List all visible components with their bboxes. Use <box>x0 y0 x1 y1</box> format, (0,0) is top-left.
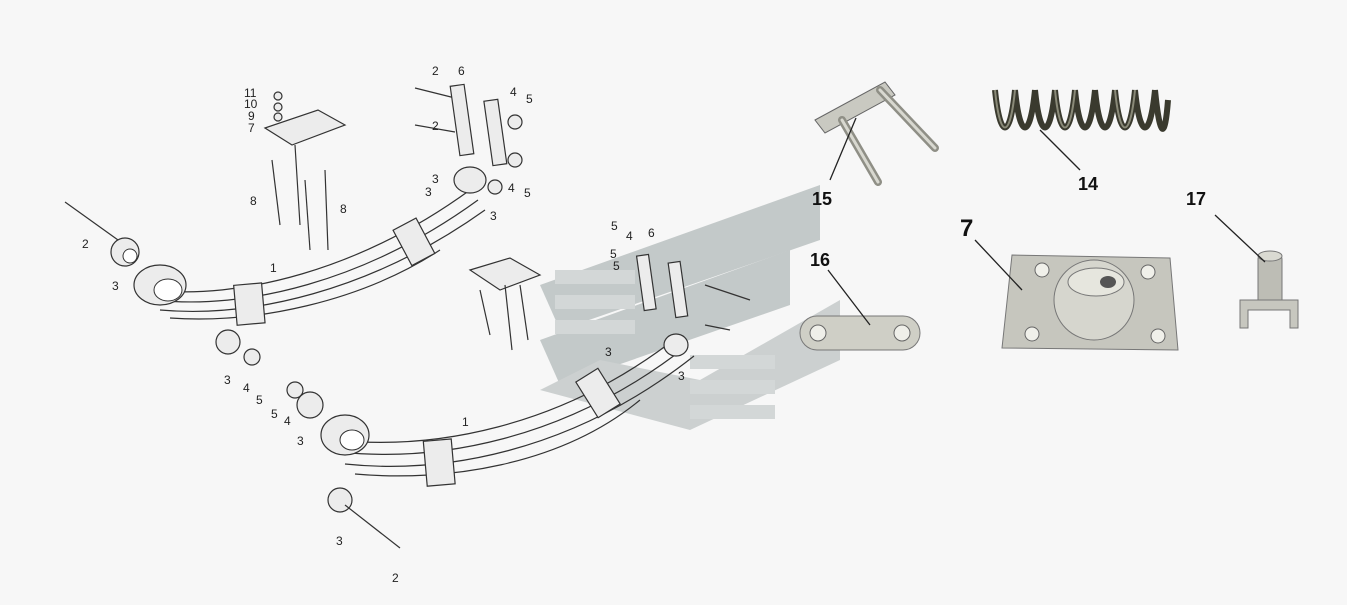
callout-11: 11 <box>244 86 257 100</box>
callout-1b: 1 <box>462 415 469 429</box>
part-label-14: 14 <box>1078 174 1098 194</box>
callout-3c: 3 <box>490 209 497 223</box>
callout-3e: 3 <box>224 373 231 387</box>
callout-8a: 8 <box>250 194 257 208</box>
callout-3a: 3 <box>112 279 119 293</box>
callout-8b: 8 <box>340 202 347 216</box>
part-17-fork: 17 <box>1186 189 1299 329</box>
part-16-plate: 16 <box>799 250 921 351</box>
callout-5d: 5 <box>271 407 278 421</box>
callout-3i: 3 <box>678 369 685 383</box>
callout-2c: 2 <box>432 119 439 133</box>
part-label-15: 15 <box>812 189 832 209</box>
part-14-coil-spring: 14 <box>992 89 1171 194</box>
callout-5e: 5 <box>610 247 617 261</box>
upper-leaf-spring <box>64 83 523 326</box>
callout-2a: 2 <box>82 237 89 251</box>
callout-3f: 3 <box>297 434 304 448</box>
callout-7: 7 <box>248 121 255 135</box>
callout-3b: 3 <box>425 185 432 199</box>
callout-4c: 4 <box>243 381 250 395</box>
callout-5b: 5 <box>524 186 531 200</box>
callout-6b: 6 <box>648 226 655 240</box>
callout-6a: 6 <box>458 64 465 78</box>
callout-5c: 5 <box>256 393 263 407</box>
callout-3g: 3 <box>336 534 343 548</box>
callout-labels: 11 10 9 7 8 8 2 3 1 3 2 6 4 5 4 5 3 3 2 … <box>82 64 685 585</box>
callout-3d: 3 <box>432 172 439 186</box>
callout-2b: 2 <box>432 64 439 78</box>
lower-leaf-spring <box>215 253 751 549</box>
callout-9: 9 <box>248 109 255 123</box>
callout-4e: 4 <box>626 229 633 243</box>
callout-5a: 5 <box>526 92 533 106</box>
callout-2d: 2 <box>392 571 399 585</box>
callout-5f: 5 <box>611 219 618 233</box>
callout-4d: 4 <box>284 414 291 428</box>
part-label-16: 16 <box>810 250 830 270</box>
callout-10: 10 <box>244 97 258 111</box>
callout-3h: 3 <box>605 345 612 359</box>
part-15-shackle: 15 <box>812 81 939 209</box>
callout-4a: 4 <box>510 85 517 99</box>
callout-1a: 1 <box>270 261 277 275</box>
callout-4b: 4 <box>508 181 515 195</box>
part-label-7: 7 <box>960 215 973 242</box>
callout-5g: 5 <box>613 259 620 273</box>
part-label-17: 17 <box>1186 189 1206 209</box>
part-7-seat-plate: 7 <box>960 215 1179 351</box>
